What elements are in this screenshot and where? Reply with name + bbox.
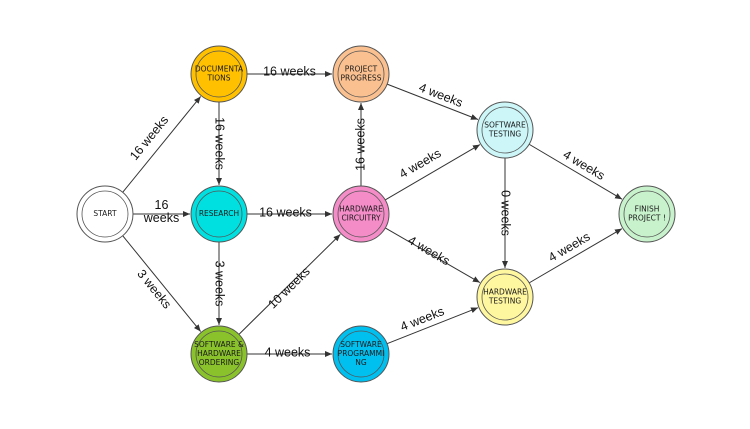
edge-label-hardware-circuitry-to-software-testing: 4 weeks (397, 146, 444, 181)
edge-software-programming-to-hardware-testing (386, 307, 479, 345)
node-label: RESEARCH (199, 209, 239, 218)
edge-label-software-hardware-ordering-to-hardware-circuitry: 10 weeks (265, 264, 312, 311)
node-outer-ring (476, 101, 534, 159)
node-outer-ring (76, 185, 134, 243)
edge-software-testing-to-finish-project (528, 143, 623, 200)
edge-software-hardware-ordering-to-hardware-circuitry (238, 234, 341, 335)
node-outer-ring (332, 185, 390, 243)
node-outer-ring (190, 185, 248, 243)
edge-label-software-testing-to-hardware-testing: 0 weeks (499, 190, 513, 236)
node-inner-ring (481, 273, 529, 321)
node-outer-ring (476, 268, 534, 326)
edge-label-documentations-to-project-progress: 16 weeks (263, 64, 316, 78)
node-inner-ring (337, 50, 385, 98)
edge-label-software-hardware-ordering-to-software-programming: 4 weeks (265, 345, 311, 359)
node-outer-ring (190, 45, 248, 103)
edge-label-text: 16 weeks (353, 118, 367, 171)
edge-hardware-circuitry-to-software-testing (384, 144, 481, 201)
edge-project-progress-to-software-testing (386, 83, 479, 120)
edge-hardware-circuitry-to-hardware-testing (385, 227, 481, 283)
edge-label-text: 3 weeks (213, 261, 227, 307)
edge-label-hardware-circuitry-to-hardware-testing: 4 weeks (406, 233, 453, 268)
node-outer-ring (618, 185, 676, 243)
node-inner-ring (481, 106, 529, 154)
node-start: START (76, 185, 134, 243)
edge-label-text: 16 weeks (213, 117, 227, 170)
edge-label-start-to-software-hardware-ordering: 3 weeks (134, 267, 174, 311)
edge-label-text: 16 weeks (263, 64, 316, 78)
node-outer-ring (332, 325, 390, 383)
edge-label-research-to-software-hardware-ordering: 3 weeks (213, 261, 227, 307)
edge-start-to-software-hardware-ordering (122, 235, 202, 332)
node-inner-ring (81, 190, 129, 238)
edge-label-text: 4 weeks (397, 146, 444, 181)
edge-label-documentations-to-research: 16 weeks (213, 117, 227, 170)
node-inner-ring (195, 330, 243, 378)
edge-label-text: 10 weeks (265, 264, 312, 311)
node-inner-ring (337, 330, 385, 378)
edge-label-hardware-circuitry-to-project-progress: 16 weeks (353, 118, 367, 171)
edge-label-text: 16 weeks (259, 205, 312, 219)
node-inner-ring (195, 190, 243, 238)
edge-start-to-documentations (122, 96, 202, 193)
edge-label-text: 4 weeks (561, 147, 608, 182)
edge-hardware-testing-to-finish-project (528, 228, 623, 284)
node-label: START (93, 209, 117, 218)
node-outer-ring (190, 325, 248, 383)
edge-label-start-to-documentations: 16 weeks (127, 113, 171, 163)
edge-label-text: 4 weeks (406, 233, 453, 268)
node-inner-ring (337, 190, 385, 238)
node-inner-ring (195, 50, 243, 98)
edge-label-research-to-hardware-circuitry: 16 weeks (259, 205, 312, 219)
edge-label-text: 16 weeks (127, 113, 171, 163)
edge-label-text: 3 weeks (134, 267, 174, 311)
node-inner-ring (623, 190, 671, 238)
edge-label-text: 0 weeks (499, 190, 513, 236)
edge-label-software-testing-to-finish-project: 4 weeks (561, 147, 608, 182)
edge-label-text: 4 weeks (265, 345, 311, 359)
node-outer-ring (332, 45, 390, 103)
edges-layer (122, 71, 623, 357)
node-research: RESEARCH (190, 185, 248, 243)
